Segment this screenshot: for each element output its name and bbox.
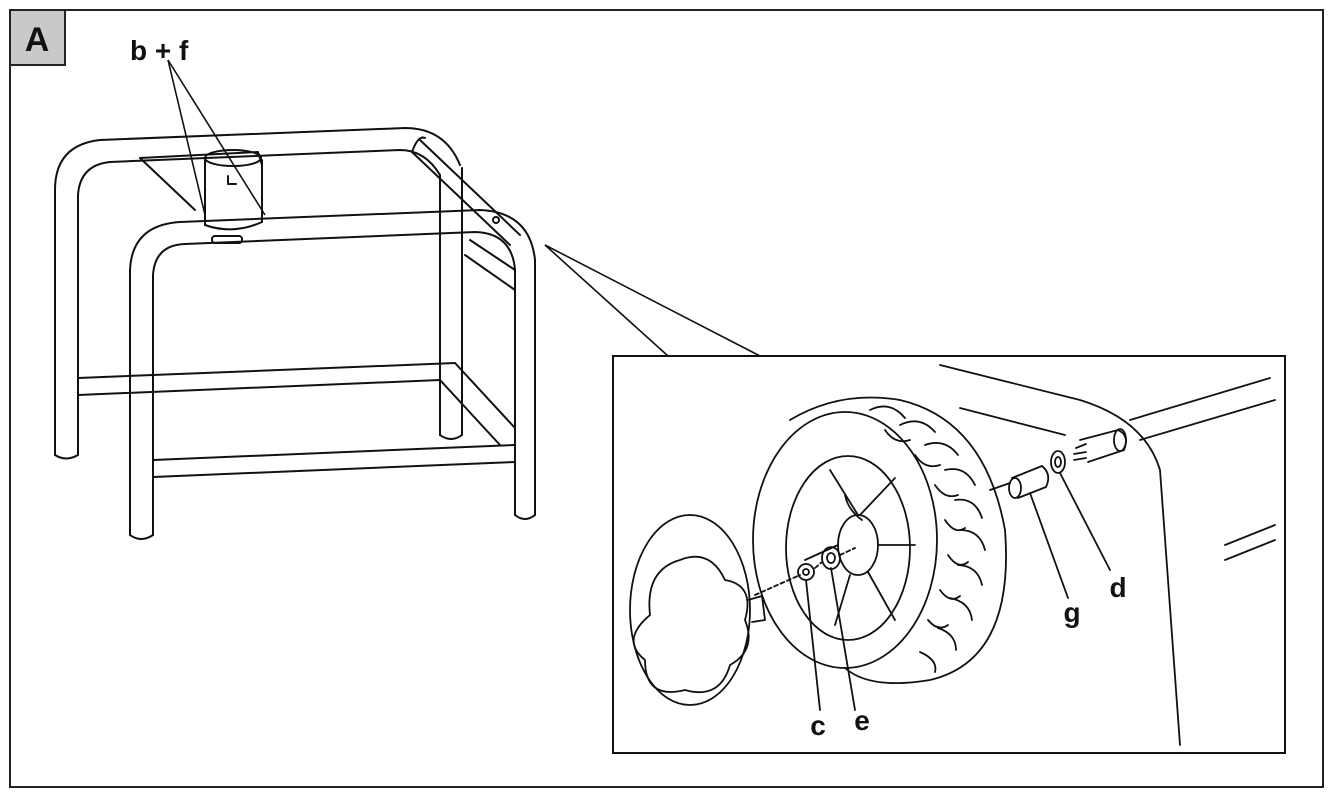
callout-d: d — [1109, 572, 1126, 603]
callout-lines-bf — [167, 59, 266, 216]
panel-label-box: A — [9, 9, 66, 66]
zoom-lines — [544, 244, 761, 357]
frame-stand — [54, 127, 536, 540]
detail-inset: c e g d — [612, 355, 1286, 754]
callout-g: g — [1063, 597, 1080, 628]
callout-c: c — [810, 710, 826, 741]
callout-e: e — [854, 705, 870, 736]
panel-label: A — [25, 21, 50, 59]
callout-b-f: b + f — [130, 35, 189, 66]
